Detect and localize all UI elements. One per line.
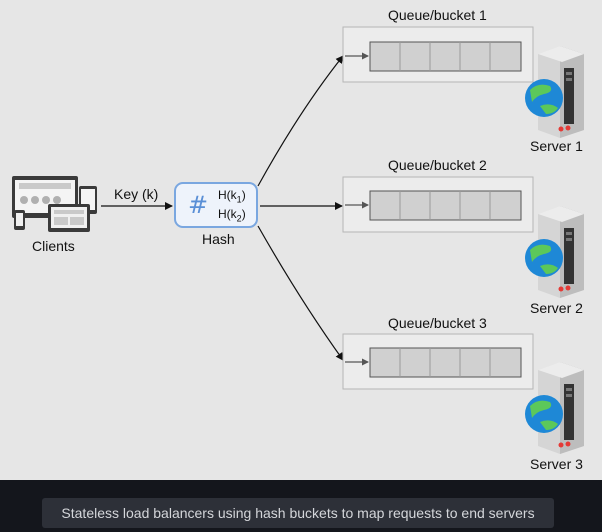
server-1-label: Server 1 [530, 138, 583, 154]
queue-3-label: Queue/bucket 3 [388, 315, 487, 331]
figure-caption: Stateless load balancers using hash buck… [42, 498, 554, 528]
clients-icon [12, 176, 97, 232]
queue-1-label: Queue/bucket 1 [388, 7, 487, 23]
hash-label: Hash [202, 231, 235, 247]
edge-hash-to-queue-1 [257, 55, 344, 187]
key-edge-label: Key (k) [114, 186, 159, 202]
server-1-icon [525, 46, 584, 138]
queue-bucket-2 [342, 176, 534, 233]
server-2-label: Server 2 [530, 300, 583, 316]
hash-icon: # [188, 191, 209, 219]
queue-2-label: Queue/bucket 2 [388, 157, 487, 173]
clients-label: Clients [32, 238, 75, 254]
server-3-label: Server 3 [530, 456, 583, 472]
server-2-icon [525, 206, 584, 298]
edge-hash-to-queue-3 [257, 225, 344, 361]
server-3-icon [525, 362, 584, 454]
diagram-svg [12, 26, 584, 454]
hash-h1-label: H(k1) [218, 188, 246, 205]
hash-node: # H(k1) H(k2) [174, 182, 258, 228]
queue-bucket-1 [342, 26, 534, 83]
queue-bucket-3 [342, 333, 534, 390]
hash-h2-label: H(k2) [218, 207, 246, 224]
diagram-canvas: Clients Key (k) # H(k1) H(k2) Hash Queue… [0, 0, 602, 480]
